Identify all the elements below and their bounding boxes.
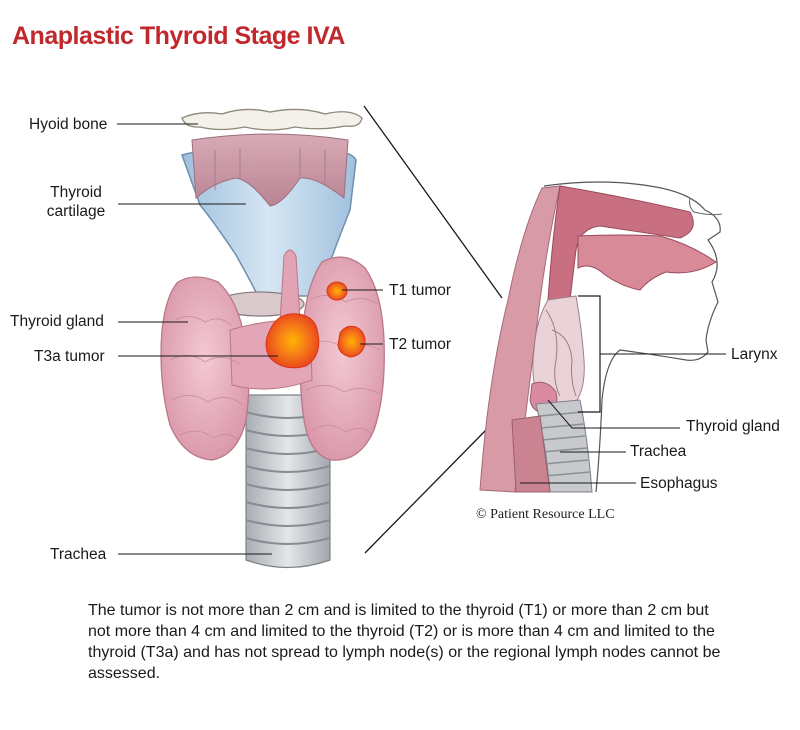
- label-t2-tumor: T2 tumor: [389, 336, 452, 353]
- label-hyoid-bone: Hyoid bone: [29, 116, 108, 133]
- zoom-line-bottom: [364, 429, 487, 554]
- tumor-t1-shape: [326, 281, 348, 301]
- label-t3a-tumor: T3a tumor: [34, 348, 105, 365]
- label-thyroid-cartilage: Thyroid cartilage: [36, 183, 116, 221]
- diagram-title: Anaplastic Thyroid Stage IVA: [12, 22, 345, 50]
- label-thyroid-gland-left: Thyroid gland: [10, 313, 104, 330]
- frontal-thyroid-illustration: [117, 108, 385, 569]
- label-thyroid-gland-right: Thyroid gland: [686, 418, 780, 435]
- stage-description: The tumor is not more than 2 cm and is l…: [88, 602, 721, 682]
- zoom-line-top: [363, 105, 503, 299]
- label-t1-tumor: T1 tumor: [389, 282, 452, 299]
- label-thyroid-cartilage-line1: Thyroid: [50, 184, 102, 201]
- label-thyroid-cartilage-line2: cartilage: [46, 203, 106, 220]
- label-esophagus: Esophagus: [640, 475, 718, 492]
- thyroid-gland-shape: [160, 249, 385, 461]
- label-larynx: Larynx: [731, 346, 778, 363]
- leader-thyroid-gland-right: [547, 399, 680, 429]
- sagittal-head-illustration: [479, 181, 726, 493]
- tumor-t2-shape: [337, 325, 366, 358]
- hyoid-bone-shape: [181, 108, 363, 131]
- thyroid-cartilage-shape: [181, 133, 357, 317]
- label-trachea-right: Trachea: [630, 443, 687, 460]
- label-trachea-left: Trachea: [50, 546, 107, 563]
- copyright-notice: © Patient Resource LLC: [476, 507, 615, 522]
